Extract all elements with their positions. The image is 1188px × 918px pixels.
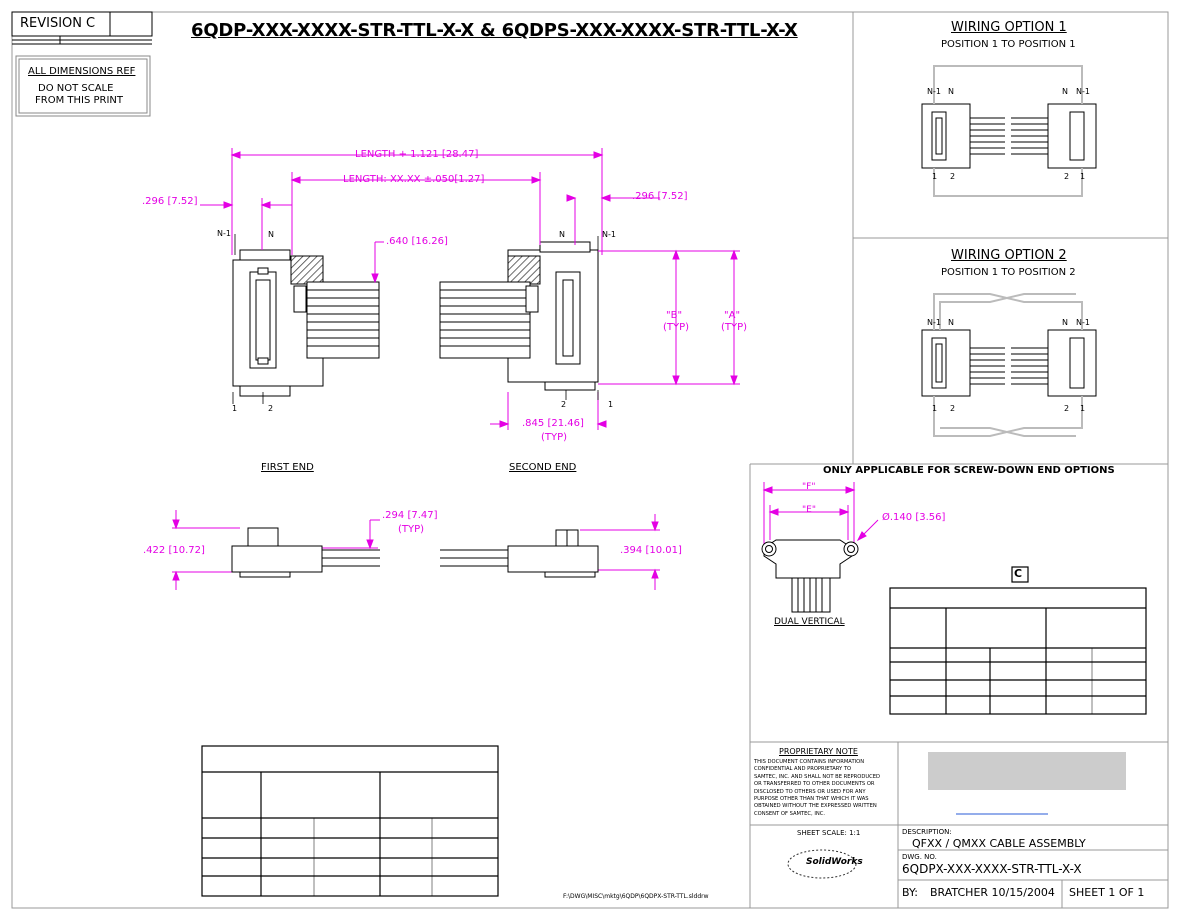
dim-length-tolerance: LENGTH: XX.XX ±.050[1.27] xyxy=(343,174,485,185)
by-label: BY: xyxy=(902,886,918,899)
dim-b-typ: (TYP) xyxy=(663,322,690,333)
pin-label-n-second: N xyxy=(559,230,565,239)
solidworks-logo xyxy=(787,849,857,879)
proprietary-note-body: THIS DOCUMENT CONTAINS INFORMATION CONFI… xyxy=(754,759,896,818)
w1-label-n1-right: N-1 xyxy=(1076,87,1090,96)
sheet-frame xyxy=(11,11,1169,909)
do-not-scale-note: DO NOT SCALE xyxy=(38,83,114,94)
w1-label-n1-left: N-1 xyxy=(927,87,941,96)
w2-label-1-right: 1 xyxy=(1080,404,1086,413)
w2-label-n-left: N xyxy=(948,318,954,327)
w1-label-2-right: 2 xyxy=(1064,172,1070,181)
w1-label-1-right: 1 xyxy=(1080,172,1086,181)
dim-f: "F" xyxy=(802,482,816,492)
first-end-top-view xyxy=(232,249,380,397)
dim-294: .294 [7.47] xyxy=(382,510,438,521)
pin-label-1-second: 1 xyxy=(608,400,614,409)
revision-label: REVISION xyxy=(20,16,83,31)
dim-e: "E" xyxy=(802,505,816,515)
w2-label-n1-left: N-1 xyxy=(927,318,941,327)
second-end-side-view xyxy=(440,529,599,578)
first-end-side-view xyxy=(231,527,380,578)
wiring-option-2-route xyxy=(933,293,1083,437)
rev-c-table xyxy=(889,566,1147,715)
by-value: BRATCHER 10/15/2004 xyxy=(930,886,1055,899)
dual-vertical-view xyxy=(761,539,859,613)
wiring-option-1-route xyxy=(933,65,1083,197)
dim-640: .640 [16.26] xyxy=(386,236,448,247)
revision-value: C xyxy=(86,16,96,31)
dims-ref-note: ALL DIMENSIONS REF xyxy=(28,66,136,77)
dim-a: "A" xyxy=(724,310,741,321)
dim-a-typ: (TYP) xyxy=(721,322,748,333)
sheet-number: SHEET 1 OF 1 xyxy=(1069,886,1145,899)
wiring-option-1-diagram xyxy=(921,103,1097,169)
w2-label-2-right: 2 xyxy=(1064,404,1070,413)
w1-label-2-left: 2 xyxy=(950,172,956,181)
from-this-print-note: FROM THIS PRINT xyxy=(35,95,123,106)
proprietary-line: OR TRANSFERRED TO OTHER DOCUMENTS OR xyxy=(754,781,875,788)
w2-label-n-right: N xyxy=(1062,318,1068,327)
dwg-no-label: DWG. NO. xyxy=(902,853,937,861)
first-end-label: FIRST END xyxy=(261,462,314,473)
pin-label-1-first: 1 xyxy=(232,404,238,413)
second-end-top-view xyxy=(439,241,599,391)
dim-845: .845 [21.46] xyxy=(522,418,584,429)
proprietary-note-title: PROPRIETARY NOTE xyxy=(779,747,858,756)
w2-label-n1-right: N-1 xyxy=(1076,318,1090,327)
w2-label-2-left: 2 xyxy=(950,404,956,413)
wiring-option-1-subtitle: POSITION 1 TO POSITION 1 xyxy=(941,39,1076,50)
dim-b: "B" xyxy=(666,310,683,321)
screw-down-title: ONLY APPLICABLE FOR SCREW-DOWN END OPTIO… xyxy=(823,465,1115,476)
lower-left-table xyxy=(201,745,499,897)
pin-label-n1-first: N-1 xyxy=(217,229,231,238)
description-label: DESCRIPTION: xyxy=(902,828,952,836)
dim-phi-140: Ø.140 [3.56] xyxy=(882,512,946,523)
wiring-option-1-title: WIRING OPTION 1 xyxy=(951,20,1067,35)
dim-length-total: LENGTH + 1.121 [28.47] xyxy=(355,149,479,160)
logo-placeholder-box xyxy=(928,752,1126,790)
wiring-option-2-diagram xyxy=(921,329,1097,397)
dimension-lines xyxy=(172,148,879,590)
dim-845-typ: (TYP) xyxy=(541,432,568,443)
pin-label-n-first: N xyxy=(268,230,274,239)
proprietary-line: DISCLOSED TO OTHERS OR USED FOR ANY xyxy=(754,788,866,795)
w1-label-1-left: 1 xyxy=(932,172,938,181)
wiring-option-2-subtitle: POSITION 1 TO POSITION 2 xyxy=(941,267,1076,278)
dim-422: .422 [10.72] xyxy=(143,545,205,556)
pin-label-2-second: 2 xyxy=(561,400,567,409)
proprietary-line: THIS DOCUMENT CONTAINS INFORMATION xyxy=(754,759,865,765)
dwg-no-value: 6QDPX-XXX-XXXX-STR-TTL-X-X xyxy=(902,862,1082,876)
pin-label-n1-second: N-1 xyxy=(602,230,616,239)
dim-right-296: .296 [7.52] xyxy=(632,191,688,202)
w2-label-1-left: 1 xyxy=(932,404,938,413)
revision-box xyxy=(11,11,153,117)
pin-label-2-first: 2 xyxy=(268,404,274,413)
sheet-scale: SHEET SCALE: 1:1 xyxy=(797,829,861,837)
page-title: 6QDP-XXX-XXXX-STR-TTL-X-X & 6QDPS-XXX-XX… xyxy=(191,20,798,41)
proprietary-line: CONFIDENTIAL AND PROPRIETARY TO xyxy=(754,766,852,773)
dim-394: .394 [10.01] xyxy=(620,545,682,556)
proprietary-line: SAMTEC, INC. AND SHALL NOT BE REPRODUCED xyxy=(754,773,881,780)
dim-294-typ: (TYP) xyxy=(398,524,425,535)
solidworks-wordmark: SolidWorks xyxy=(806,857,863,867)
second-end-label: SECOND END xyxy=(509,462,577,473)
file-path: F:\DWG\MISC\mktg\6QDP\6QDPX-STR-TTL.sldd… xyxy=(563,893,709,900)
proprietary-line: OBTAINED WITHOUT THE EXPRESSED WRITTEN xyxy=(754,803,877,810)
wiring-option-2-title: WIRING OPTION 2 xyxy=(951,248,1067,263)
description-value: QFXX / QMXX CABLE ASSEMBLY xyxy=(912,837,1086,850)
pin-leader-lines xyxy=(232,234,599,404)
w1-label-n-right: N xyxy=(1062,87,1068,96)
dual-vertical-label: DUAL VERTICAL xyxy=(774,617,845,627)
dim-left-296: .296 [7.52] xyxy=(142,196,198,207)
proprietary-line: PURPOSE OTHER THAN THAT WHICH IT WAS xyxy=(754,796,869,803)
proprietary-line: CONSENT OF SAMTEC, INC. xyxy=(754,810,826,817)
rev-c-marker: C xyxy=(1014,567,1023,580)
w1-label-n-left: N xyxy=(948,87,954,96)
